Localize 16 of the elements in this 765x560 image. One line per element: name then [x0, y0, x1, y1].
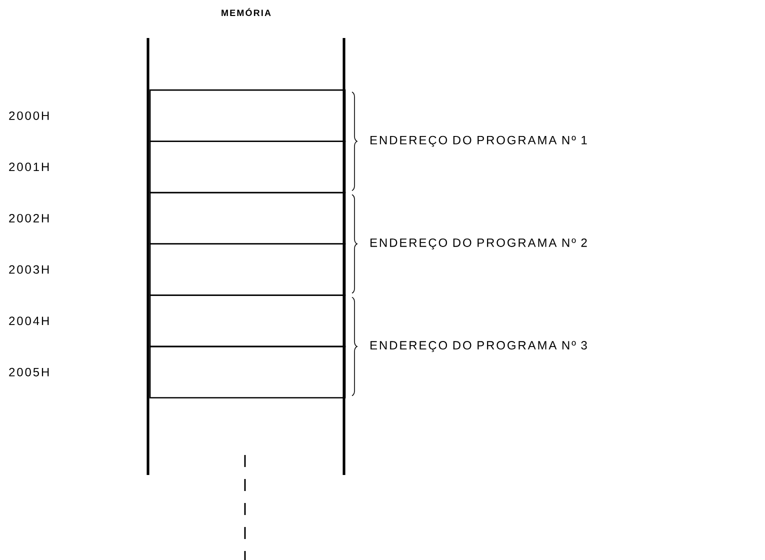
address-label: 2004H — [9, 316, 49, 326]
address-label: 2000H — [9, 111, 49, 120]
brace-label: ENDEREÇO DO PROGRAMA Nº 3 — [370, 341, 587, 352]
memory-cell — [149, 294, 346, 348]
brace-label: ENDEREÇO DO PROGRAMA Nº 1 — [370, 136, 587, 147]
memory-cell — [149, 192, 346, 244]
address-label: 2001H — [9, 162, 49, 172]
brace-label: ENDEREÇO DO PROGRAMA Nº 2 — [370, 238, 587, 250]
memory-cell — [149, 140, 346, 194]
address-label: 2003H — [9, 265, 49, 274]
address-label: 2005H — [9, 368, 49, 376]
address-label: 2002H — [9, 214, 49, 222]
memory-cell — [149, 89, 346, 142]
memory-cell — [149, 346, 346, 398]
memory-cell — [149, 243, 346, 296]
title: MEMÓRIA — [222, 8, 271, 16]
